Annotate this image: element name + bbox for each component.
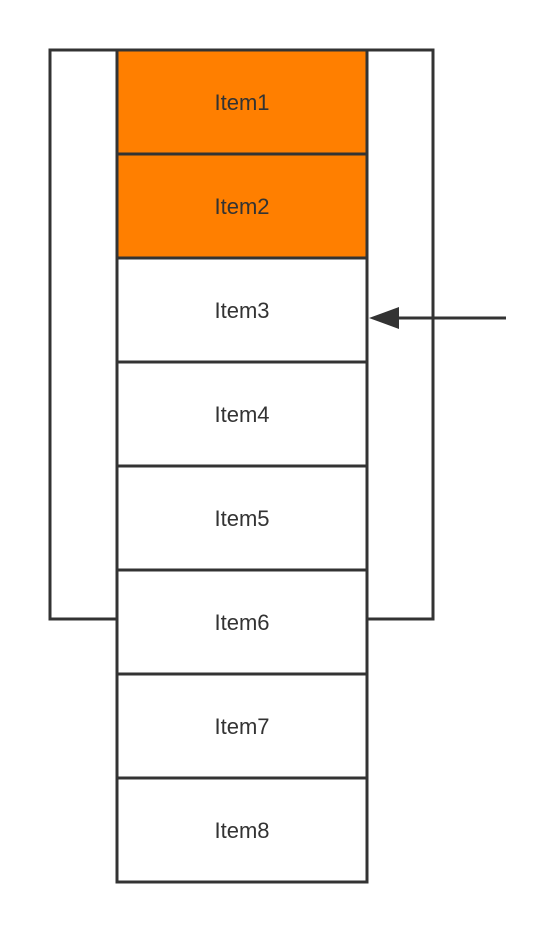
item-label: Item1 xyxy=(214,90,269,115)
highlighted-item-cell xyxy=(115,152,369,260)
item-label: Item3 xyxy=(214,298,269,323)
item-label: Item8 xyxy=(214,818,269,843)
item-cell xyxy=(115,568,369,676)
item-cell xyxy=(115,256,369,364)
list-item: Item8 xyxy=(115,776,369,884)
list-item: Item6 xyxy=(115,568,369,676)
list-item: Item7 xyxy=(115,672,369,780)
item-label: Item5 xyxy=(214,506,269,531)
item-label: Item6 xyxy=(214,610,269,635)
item-cell xyxy=(115,776,369,884)
list-item: Item1 xyxy=(115,48,369,156)
item-label: Item2 xyxy=(214,194,269,219)
list-item: Item5 xyxy=(115,464,369,572)
item-label: Item7 xyxy=(214,714,269,739)
list-item: Item3 xyxy=(115,256,369,364)
item-cell xyxy=(115,672,369,780)
item-label: Item4 xyxy=(214,402,269,427)
pointer-arrow xyxy=(369,307,506,329)
list-item: Item2 xyxy=(115,152,369,260)
item-cell xyxy=(115,360,369,468)
list-item: Item4 xyxy=(115,360,369,468)
arrow-head-icon xyxy=(369,307,399,329)
